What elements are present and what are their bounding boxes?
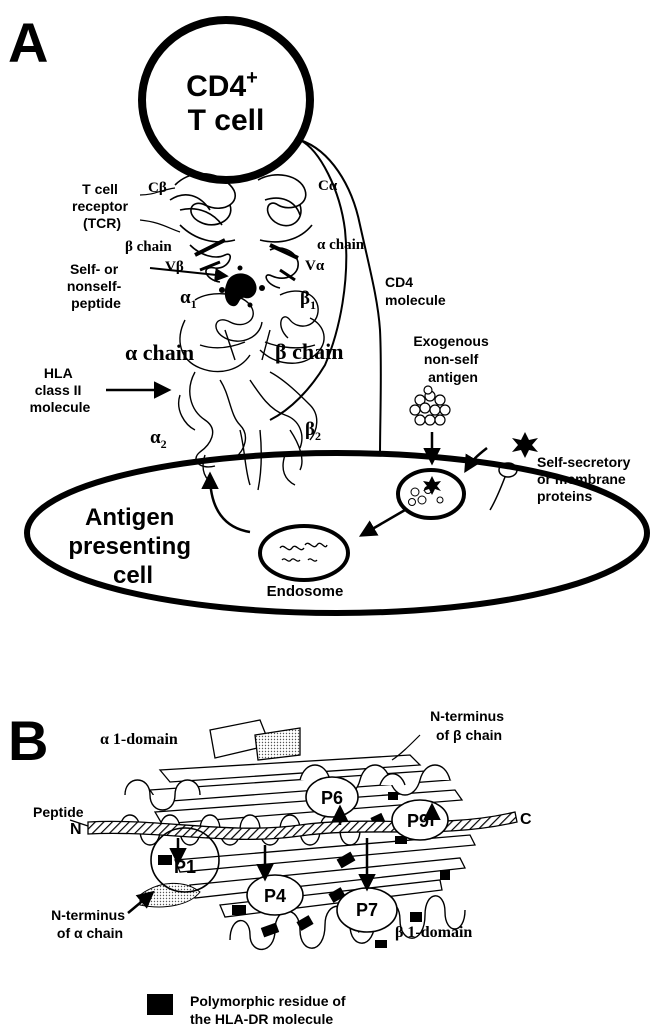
legend-line2: the HLA-DR molecule	[190, 1011, 333, 1027]
alpha2-sym: α	[150, 427, 161, 448]
t-cell-label-sup: +	[246, 67, 258, 89]
apc-label-line1: Antigen	[85, 504, 174, 531]
v-alpha-label: Vα	[305, 258, 325, 274]
beta2-sym: β	[305, 419, 315, 440]
alpha2-sub: 2	[161, 437, 167, 451]
alpha1-sub: 1	[191, 297, 197, 311]
to-endosome-arrow	[362, 510, 405, 535]
apc-label-line2: presenting	[68, 533, 191, 560]
legend-label: Polymorphic residue of the HLA-DR molecu…	[190, 993, 349, 1027]
n-term-alpha-label: N-terminus of α chain	[51, 907, 129, 941]
phagosome	[398, 470, 464, 518]
beta2-sub: 2	[315, 429, 321, 443]
beta-chain-label: β chain	[275, 339, 343, 364]
n-term-beta-line2: of β chain	[436, 727, 502, 743]
pocket-p1-label: P1	[174, 857, 196, 877]
peptide-label-line1: Self- or	[70, 261, 119, 277]
peptide-label-line3: peptide	[71, 295, 121, 311]
n-term-beta-label: N-terminus of β chain	[430, 708, 508, 743]
exogenous-label-line1: Exogenous	[413, 333, 489, 349]
exogenous-label-line3: antigen	[428, 369, 478, 385]
c-alpha-label: Cα	[318, 178, 338, 194]
apc-label: Antigen presenting cell	[68, 504, 197, 589]
self-secretory-line1: Self-secretory	[537, 454, 631, 470]
beta1-domain-label: β 1-domain	[395, 924, 472, 941]
pocket-p9-label: P9	[407, 811, 429, 831]
peptide-label-b: Peptide	[33, 804, 84, 820]
t-cell-label-line1: CD4	[186, 70, 246, 103]
hla-label-line2: class II	[35, 382, 82, 398]
peptide-label-line2: nonself-	[67, 278, 122, 294]
self-secretory-label: Self-secretory or membrane proteins	[537, 454, 634, 504]
c-beta-label: Cβ	[148, 180, 167, 196]
peptide-blob	[219, 266, 265, 308]
beta2-label: β2	[305, 419, 321, 443]
alpha1-label: α1	[180, 287, 197, 311]
self-protein-star	[512, 432, 538, 458]
alpha2-label: α2	[150, 427, 167, 451]
alpha-chain-upper-label: α chain	[317, 237, 365, 253]
cd4-label-line1: CD4	[385, 274, 413, 290]
legend-line1: Polymorphic residue of	[190, 993, 346, 1009]
t-cell: CD4+ T cell	[142, 20, 310, 180]
beta1-sub: 1	[310, 298, 316, 312]
n-term-alpha-line2: of α chain	[57, 925, 123, 941]
v-beta-label: Vβ	[165, 259, 184, 275]
t-cell-label-line2: T cell	[188, 104, 265, 137]
beta-chain-upper-label: β chain	[125, 239, 172, 255]
apc-label-line3: cell	[113, 562, 153, 589]
alpha1-domain-label: α 1-domain	[100, 731, 178, 748]
beta1-label: β1	[300, 288, 316, 312]
cd4-label-line2: molecule	[385, 292, 446, 308]
beta1-sym: β	[300, 288, 310, 309]
tcr-label-line1: T cell	[82, 181, 118, 197]
tcr-label-line3: (TCR)	[83, 215, 121, 231]
pocket-p6: P6	[306, 777, 358, 825]
c-label: C	[520, 811, 532, 828]
endosome	[260, 526, 348, 580]
pocket-p9: P9	[392, 800, 448, 840]
panel-b: B	[8, 708, 532, 1027]
alpha1-sym: α	[180, 287, 191, 308]
peptide-arrow	[150, 268, 226, 276]
exogenous-label: Exogenous non-self antigen	[413, 333, 492, 385]
n-term-beta-line1: N-terminus	[430, 708, 504, 724]
hla-label: HLA class II molecule	[30, 365, 91, 415]
cd4-label: CD4 molecule	[385, 274, 446, 308]
exogenous-label-line2: non-self	[424, 351, 479, 367]
hla-label-line3: molecule	[30, 399, 91, 415]
endosome-label: Endosome	[267, 583, 344, 600]
pocket-p4-label: P4	[264, 886, 286, 906]
legend-swatch	[147, 994, 173, 1015]
tcr-label: T cell receptor (TCR)	[72, 181, 132, 231]
self-secretory-line3: proteins	[537, 488, 592, 504]
panel-b-letter: B	[8, 709, 48, 772]
panel-a-letter: A	[8, 11, 48, 74]
antigen-cluster	[410, 386, 450, 425]
svg-text:CD4+: CD4+	[186, 67, 258, 103]
tcr-label-line2: receptor	[72, 198, 129, 214]
n-term-alpha-line1: N-terminus	[51, 907, 125, 923]
n-label: N	[70, 821, 82, 838]
pocket-p6-label: P6	[321, 788, 343, 808]
panel-a: A CD4+ T cell	[8, 11, 647, 613]
apc-upward-arrow	[210, 475, 250, 532]
alpha-chain-label: α chain	[125, 340, 194, 365]
hla-label-line1: HLA	[44, 365, 73, 381]
tcr-structure	[170, 174, 312, 288]
pocket-p7-label: P7	[356, 900, 378, 920]
peptide-strand	[88, 812, 517, 839]
peptide-label: Self- or nonself- peptide	[67, 261, 125, 311]
